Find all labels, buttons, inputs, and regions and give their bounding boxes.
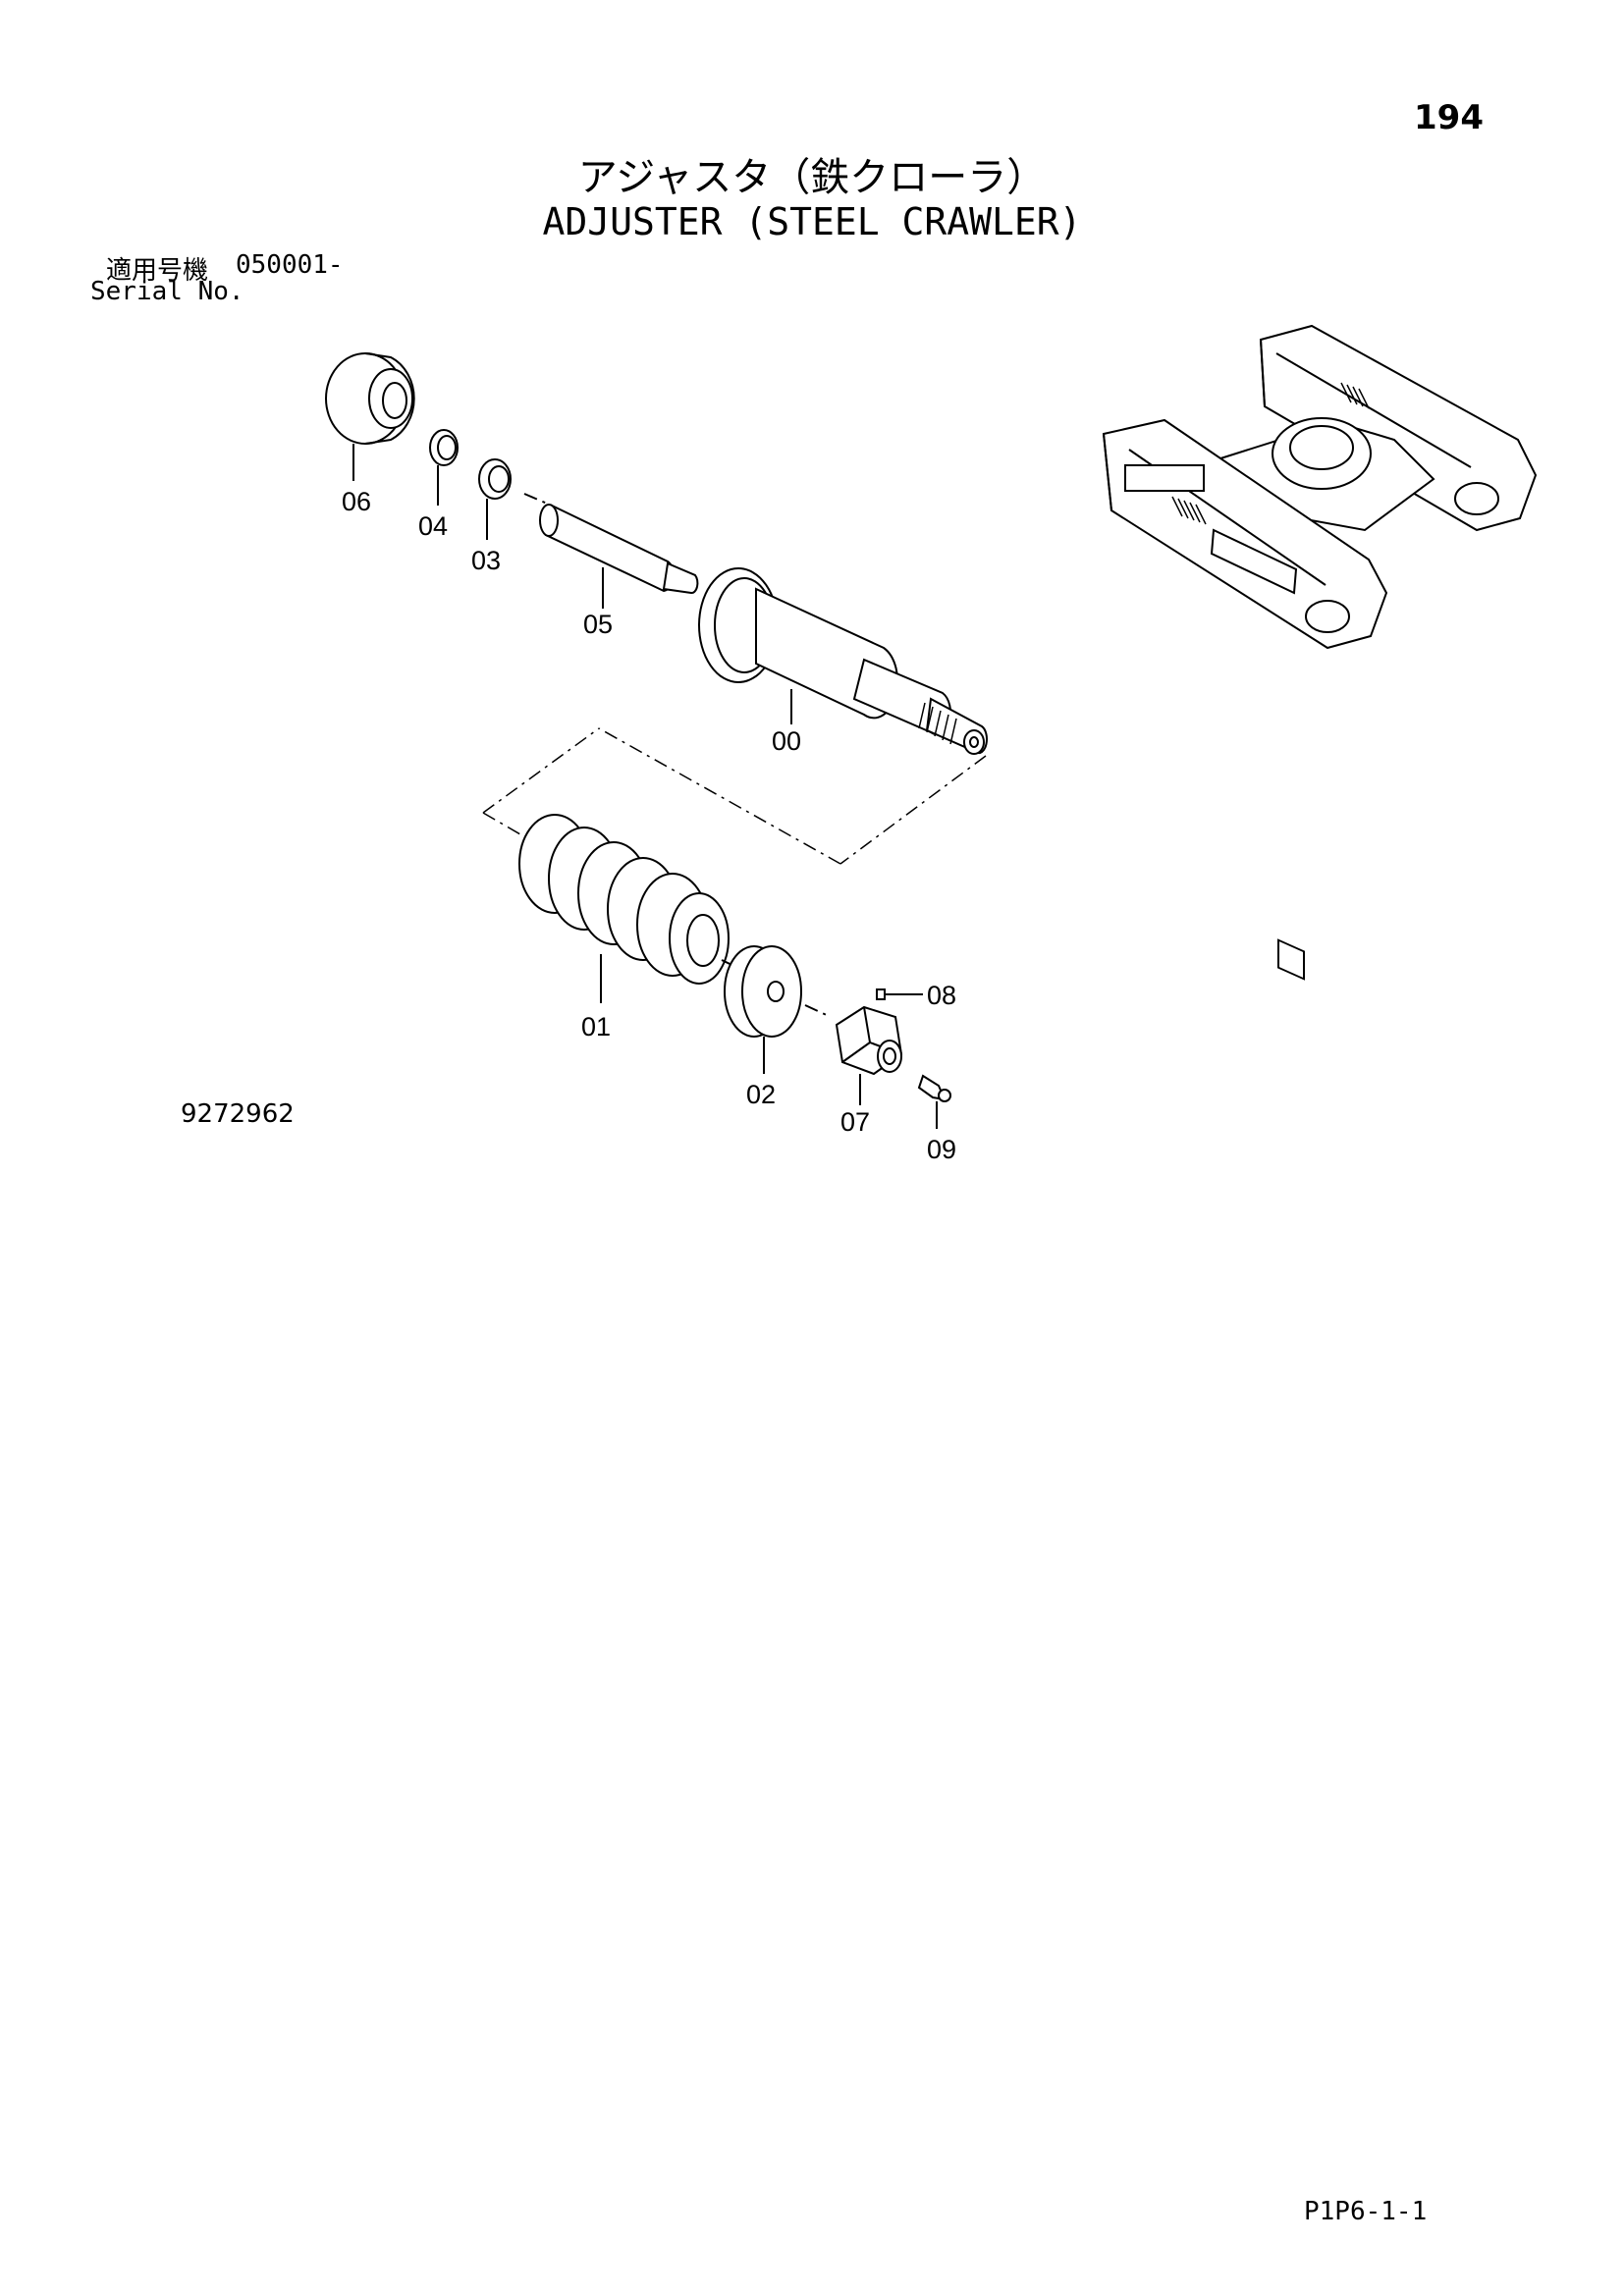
- serial-label-english: Serial No.: [90, 277, 244, 306]
- page-title-japanese: アジャスタ（鉄クローラ）: [577, 155, 1047, 200]
- page-number: 194: [1414, 98, 1484, 137]
- serial-number-value: 050001-: [236, 250, 344, 280]
- part-label-07: 07: [840, 1107, 870, 1137]
- part-06-collar-drawing: [325, 352, 415, 481]
- part-label-03: 03: [471, 546, 501, 575]
- part-label-05: 05: [583, 610, 613, 639]
- page-code: P1P6-1-1: [1304, 2197, 1428, 2226]
- part-01-spring-drawing: [518, 814, 730, 1003]
- part-08-fitting-drawing: [876, 988, 923, 1000]
- part-label-06: 06: [342, 487, 371, 516]
- part-04-ring-drawing: [429, 429, 459, 506]
- part-07-valve-body-drawing: [835, 1005, 903, 1105]
- figure-number: 9272962: [181, 1099, 295, 1129]
- part-00-cylinder-drawing: [698, 567, 988, 755]
- part-09-grease-nipple-drawing: [917, 1074, 951, 1129]
- part-02-seat-drawing: [721, 945, 832, 1074]
- axis-line-upper: [523, 493, 553, 507]
- part-label-09: 09: [927, 1135, 956, 1164]
- crawler-undercarriage-overview: [1102, 324, 1538, 981]
- part-05-rod-drawing: [539, 504, 699, 609]
- serial-label-japanese: 適用号機: [106, 256, 209, 286]
- page-title-english: ADJUSTER (STEEL CRAWLER): [542, 200, 1082, 243]
- part-label-00: 00: [772, 726, 801, 756]
- part-label-04: 04: [418, 511, 448, 541]
- part-label-02: 02: [746, 1080, 776, 1109]
- part-03-ring-drawing: [478, 458, 512, 540]
- part-label-01: 01: [581, 1012, 611, 1041]
- part-label-08: 08: [927, 981, 956, 1010]
- assembly-bracket-line: [482, 727, 987, 865]
